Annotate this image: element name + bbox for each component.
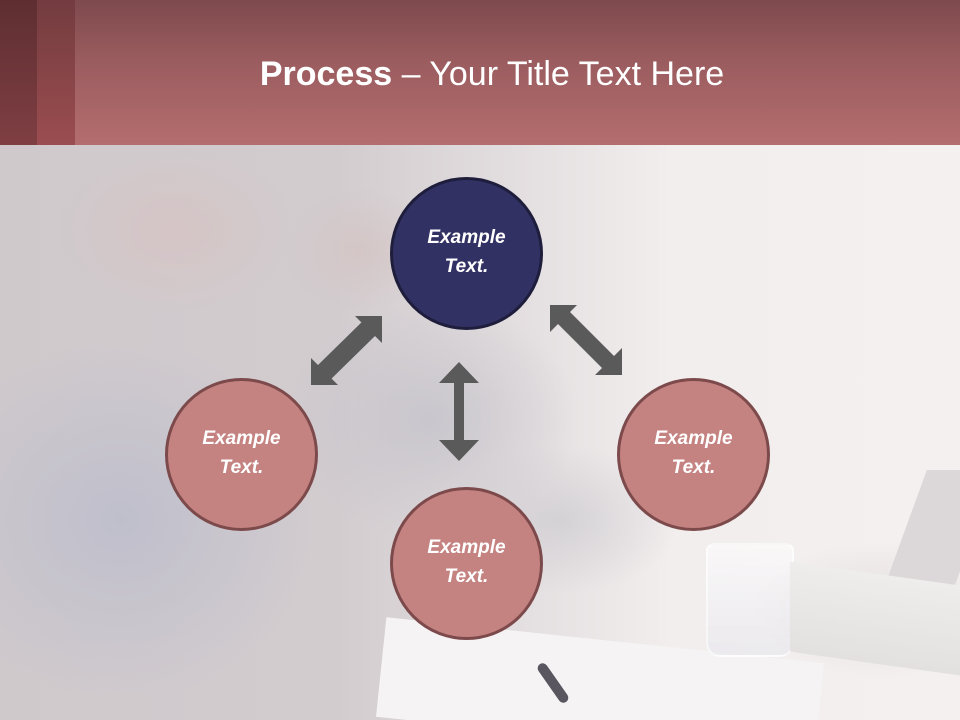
process-node-left[interactable]: Example Text. xyxy=(165,378,318,531)
title-bold: Process xyxy=(259,55,393,93)
node-top-label: Example Text. xyxy=(427,226,506,277)
title-rest: – Your Title Text Here xyxy=(392,55,725,93)
node-bottom-label: Example Text. xyxy=(427,536,506,587)
header-accent-band xyxy=(37,0,75,145)
process-node-top[interactable]: Example Text. xyxy=(390,177,543,330)
background-glass xyxy=(706,543,794,657)
node-right-label: Example Text. xyxy=(654,427,733,478)
process-node-bottom[interactable]: Example Text. xyxy=(390,487,543,640)
process-node-right[interactable]: Example Text. xyxy=(617,378,770,531)
header-accent-band-dark xyxy=(0,0,37,145)
title-bar: Process – Your Title Text Here xyxy=(0,0,960,145)
node-left-label: Example Text. xyxy=(202,427,281,478)
slide-title[interactable]: Process – Your Title Text Here xyxy=(0,50,960,98)
